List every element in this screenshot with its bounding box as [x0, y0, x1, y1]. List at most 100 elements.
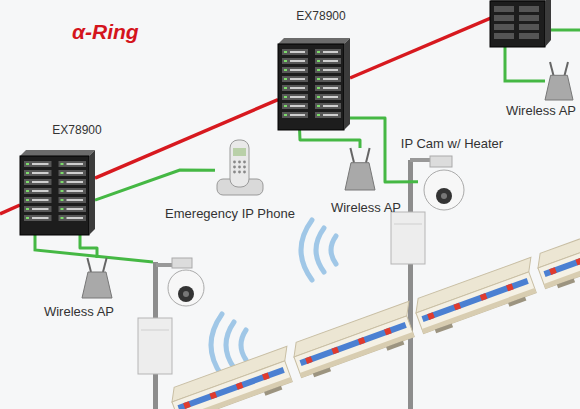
- icon-part: [217, 140, 263, 195]
- icon-part: [59, 215, 87, 221]
- icon-part: [284, 87, 287, 89]
- icon-part: [61, 172, 64, 174]
- switch-illustration: [494, 15, 514, 21]
- switch-node: EX78900: [278, 38, 350, 130]
- icon-part: [317, 78, 320, 80]
- ethernet-line: [505, 45, 545, 81]
- icon-part: [26, 208, 29, 210]
- icon-part: [26, 172, 29, 174]
- ethernet-line: [35, 235, 153, 262]
- icon-part: [32, 199, 49, 201]
- switch-illustration: [494, 33, 514, 39]
- icon-part: [26, 190, 29, 192]
- icon-part: [317, 60, 320, 62]
- wifi-signal: [331, 236, 336, 264]
- icon-part: [24, 197, 52, 203]
- icon-part: [24, 170, 52, 176]
- train: [412, 257, 545, 337]
- camera-pole: [408, 160, 413, 409]
- icon-part: [24, 206, 52, 212]
- icon-part: [284, 69, 287, 71]
- icon-part: [410, 156, 464, 210]
- icon-part: [61, 163, 64, 165]
- device-label: EX78900: [296, 8, 345, 24]
- train: [168, 346, 301, 409]
- camera-pole: [138, 318, 172, 374]
- icon-part: [26, 181, 29, 183]
- wifi-signal: [301, 220, 312, 280]
- icon-part: [282, 85, 308, 91]
- icon-part: [284, 114, 287, 116]
- camera-pole: [394, 224, 422, 225]
- switch-illustration: [519, 6, 539, 12]
- switch-node: EX78900: [20, 150, 95, 235]
- icon-part: [290, 87, 305, 89]
- device-label: Wireless AP: [44, 304, 114, 320]
- ethernet-link: [80, 235, 97, 258]
- icon-part: [290, 69, 305, 71]
- icon-part: [20, 156, 89, 235]
- device-label: EX78900: [52, 122, 101, 138]
- icon-part: [323, 87, 338, 89]
- device-label: IP Cam w/ Heater: [401, 136, 503, 152]
- icon-part: [238, 171, 241, 174]
- icon-part: [24, 179, 52, 185]
- icon-part: [345, 163, 375, 190]
- icon-part: [32, 217, 49, 219]
- ethernet-link: [95, 170, 215, 200]
- device-icon: [278, 38, 350, 130]
- ethernet-link: [300, 130, 360, 148]
- icon-part: [26, 217, 29, 219]
- icon-part: [59, 188, 87, 194]
- icon-part: [32, 163, 49, 165]
- camera-pole: [172, 258, 192, 268]
- icon-part: [32, 208, 49, 210]
- icon-part: [20, 150, 95, 235]
- device-label: Emeregency IP Phone: [165, 206, 295, 222]
- icon-part: [238, 161, 241, 164]
- device-icon: [418, 156, 466, 212]
- icon-part: [284, 96, 287, 98]
- icon-part: [67, 208, 84, 210]
- switch-illustration: [490, 1, 545, 47]
- icon-part: [550, 62, 553, 75]
- access-point-node: Wireless AP: [345, 148, 375, 190]
- icon-part: [430, 156, 452, 167]
- wifi-signal: [226, 322, 234, 368]
- icon-part: [282, 76, 308, 82]
- train: [168, 212, 580, 409]
- ring-line: [0, 205, 20, 214]
- icon-part: [238, 166, 241, 169]
- icon-part: [278, 38, 350, 130]
- icon-part: [323, 69, 338, 71]
- icon-part: [89, 150, 95, 235]
- icon-part: [315, 67, 341, 73]
- switch-illustration: [490, 0, 551, 47]
- icon-part: [233, 148, 246, 156]
- icon-part: [317, 51, 320, 53]
- icon-part: [59, 170, 87, 176]
- icon-part: [290, 114, 305, 116]
- switch-illustration: [494, 6, 514, 12]
- icon-part: [243, 171, 246, 174]
- icon-part: [315, 76, 341, 82]
- icon-part: [290, 78, 305, 80]
- icon-part: [441, 193, 447, 199]
- device-icon: [215, 140, 265, 195]
- icon-part: [323, 78, 338, 80]
- icon-part: [24, 161, 52, 167]
- icon-part: [317, 105, 320, 107]
- icon-part: [284, 51, 287, 53]
- icon-part: [350, 148, 354, 163]
- icon-part: [67, 190, 84, 192]
- device-icon: [20, 150, 95, 235]
- switch-illustration: [494, 24, 514, 30]
- switch-illustration: [545, 0, 551, 47]
- wifi-signal: [211, 314, 222, 376]
- icon-part: [315, 112, 341, 118]
- icon-part: [32, 190, 49, 192]
- icon-part: [323, 105, 338, 107]
- icon-part: [59, 161, 87, 167]
- camera-pole: [178, 286, 194, 302]
- icon-part: [20, 150, 95, 156]
